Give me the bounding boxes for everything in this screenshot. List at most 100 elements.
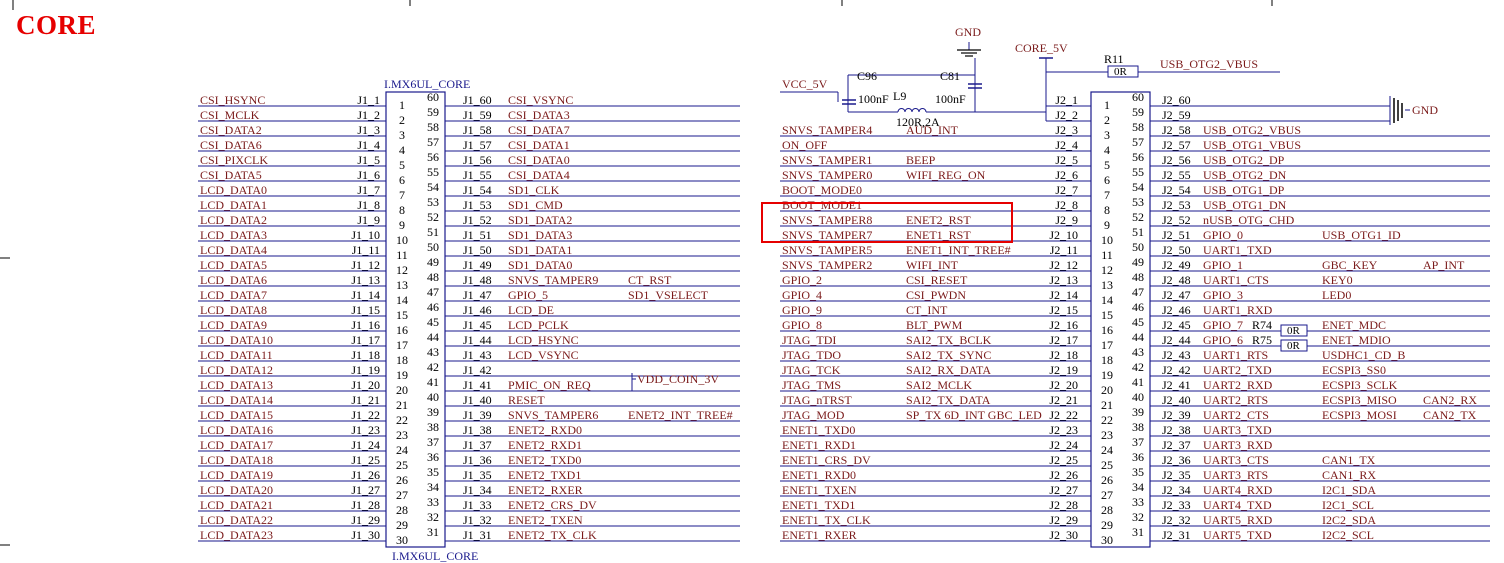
j1-right-net: SD1_DATA0 [508,258,572,272]
j1-right-pin: 55 [427,165,439,179]
j2-left-pin: 20 [1101,383,1113,397]
j2-right-pin: 43 [1132,345,1144,359]
j1-right-ref: J1_36 [463,453,492,467]
j2-right-ref: J2_44 [1162,333,1191,347]
j1-left-net: LCD_DATA9 [200,318,267,332]
j2-left-pin: 10 [1101,233,1113,247]
j1-right-pin: 47 [427,285,439,299]
j1-left-pin: 27 [396,488,408,502]
j2-left-ref: J2_11 [1050,243,1078,257]
j1-left-ref: J1_14 [351,288,380,302]
j1-right-net: CSI_DATA4 [508,168,570,182]
j1-left-net: LCD_DATA7 [200,288,267,302]
j1-left-ref: J1_17 [351,333,380,347]
j1-right-ref: J1_45 [463,318,492,332]
j2-left-ref: J2_13 [1049,273,1078,287]
c81-value: 100nF [935,92,966,106]
j1-right-pin: 32 [427,510,439,524]
j2-right-alt-net: ECSPI3_MOSI [1322,408,1397,422]
j1-right-pin: 31 [427,525,439,539]
j1-right-ref: J1_43 [463,348,492,362]
j2-left-net: JTAG_nTRST [782,393,852,407]
j2-right-ref: J2_49 [1162,258,1191,272]
j2-right-alt-net: ENET_MDIO [1322,333,1391,347]
j2-right-ref: J2_54 [1162,183,1191,197]
l9-ref: L9 [893,89,906,103]
j1-right-pin: 35 [427,465,439,479]
j2-right-net: UART3_RXD [1203,438,1273,452]
j2-right-net: UART5_RXD [1203,513,1273,527]
j1-left-net: LCD_DATA20 [200,483,273,497]
j1-right-ref: J1_32 [463,513,492,527]
j2-right-ref: J2_58 [1162,123,1191,137]
j1-left-net: LCD_DATA16 [200,423,273,437]
j1-left-ref: J1_12 [351,258,380,272]
j1-right-alt-net: ENET2_INT_TREE# [628,408,733,422]
j1-right-pin: 42 [427,360,439,374]
j2-right-pin: 59 [1132,105,1144,119]
j2-left-ref: J2_6 [1055,168,1078,182]
j1-label-top: I.MX6UL_CORE [384,77,470,91]
j2-right-alt-net: GBC_KEY [1322,258,1378,272]
j1-right-ref: J1_50 [463,243,492,257]
j1-right-pin: 53 [427,195,439,209]
j1-right-ref: J1_31 [463,528,492,542]
j2-left-ref: J2_10 [1049,228,1078,242]
l9-coil [918,108,927,113]
j1-left-net: CSI_HSYNC [200,93,265,107]
j2-left-net: SNVS_TAMPER0 [782,168,872,182]
j2-left-alt-net: SP_TX 6D_INT GBC_LED [906,408,1042,422]
j2-right-pin: 44 [1132,330,1144,344]
j2-left-ref: J2_3 [1055,123,1078,137]
j2-right-pin: 51 [1132,225,1144,239]
j2-right-pin: 42 [1132,360,1144,374]
j1-right-pin: 36 [427,450,439,464]
j2-right-pin: 36 [1132,450,1144,464]
j1-right-pin: 58 [427,120,439,134]
r74-body [1280,324,1308,337]
j2-right-ref: J2_60 [1162,93,1191,107]
j2-left-net: JTAG_TDI [782,333,836,347]
j2-left-alt-net: SAI2_RX_DATA [906,363,991,377]
j2-left-ref: J2_15 [1049,303,1078,317]
j2-right-net: UART4_RXD [1203,483,1273,497]
j2-right-ref: J2_39 [1162,408,1191,422]
j1-right-ref: J1_56 [463,153,492,167]
j2-right-pin: 40 [1132,390,1144,404]
j1-right-net: RESET [508,393,545,407]
j1-left-net: LCD_DATA2 [200,213,267,227]
r74-ref: R74 [1252,318,1272,332]
j2-right-ref: J2_35 [1162,468,1191,482]
j2-left-net: SNVS_TAMPER4 [782,123,872,137]
j1-left-net: CSI_PIXCLK [200,153,268,167]
j2-left-pin: 7 [1104,188,1110,202]
j2-right-ref: J2_31 [1162,528,1191,542]
j2-right-pin: 38 [1132,420,1144,434]
j2-right-ref: J2_50 [1162,243,1191,257]
j2-right-ref: J2_47 [1162,288,1191,302]
j1-right-pin: 60 [427,90,439,104]
j2-left-pin: 22 [1101,413,1113,427]
c96-ref: C96 [857,69,877,83]
j2-right-ref: J2_56 [1162,153,1191,167]
j2-right-net: nUSB_OTG_CHD [1203,213,1295,227]
j1-right-net: ENET2_RXD1 [508,438,582,452]
j2-left-pin: 30 [1101,533,1113,547]
j2-left-ref: J2_1 [1055,93,1078,107]
j2-left-net: ENET1_TX_CLK [782,513,871,527]
j2-left-ref: J2_4 [1055,138,1078,152]
j2-left-pin: 5 [1104,158,1110,172]
j1-right-net: ENET2_CRS_DV [508,498,597,512]
j2-right-ref: J2_38 [1162,423,1191,437]
j1-right-ref: J1_53 [463,198,492,212]
j2-left-ref: J2_25 [1049,453,1078,467]
j2-right-alt-net: CAN1_TX [1322,453,1376,467]
j2-right-pin: 56 [1132,150,1144,164]
j1-right-net: LCD_PCLK [508,318,569,332]
j2-left-alt-net: SAI2_TX_SYNC [906,348,991,362]
vdd-coin-label: VDD_COIN_3V [637,372,719,386]
j1-right-ref: J1_37 [463,438,492,452]
j2-right-net: GPIO_1 [1203,258,1243,272]
j1-left-net: LCD_DATA17 [200,438,273,452]
j1-left-net: CSI_DATA6 [200,138,262,152]
